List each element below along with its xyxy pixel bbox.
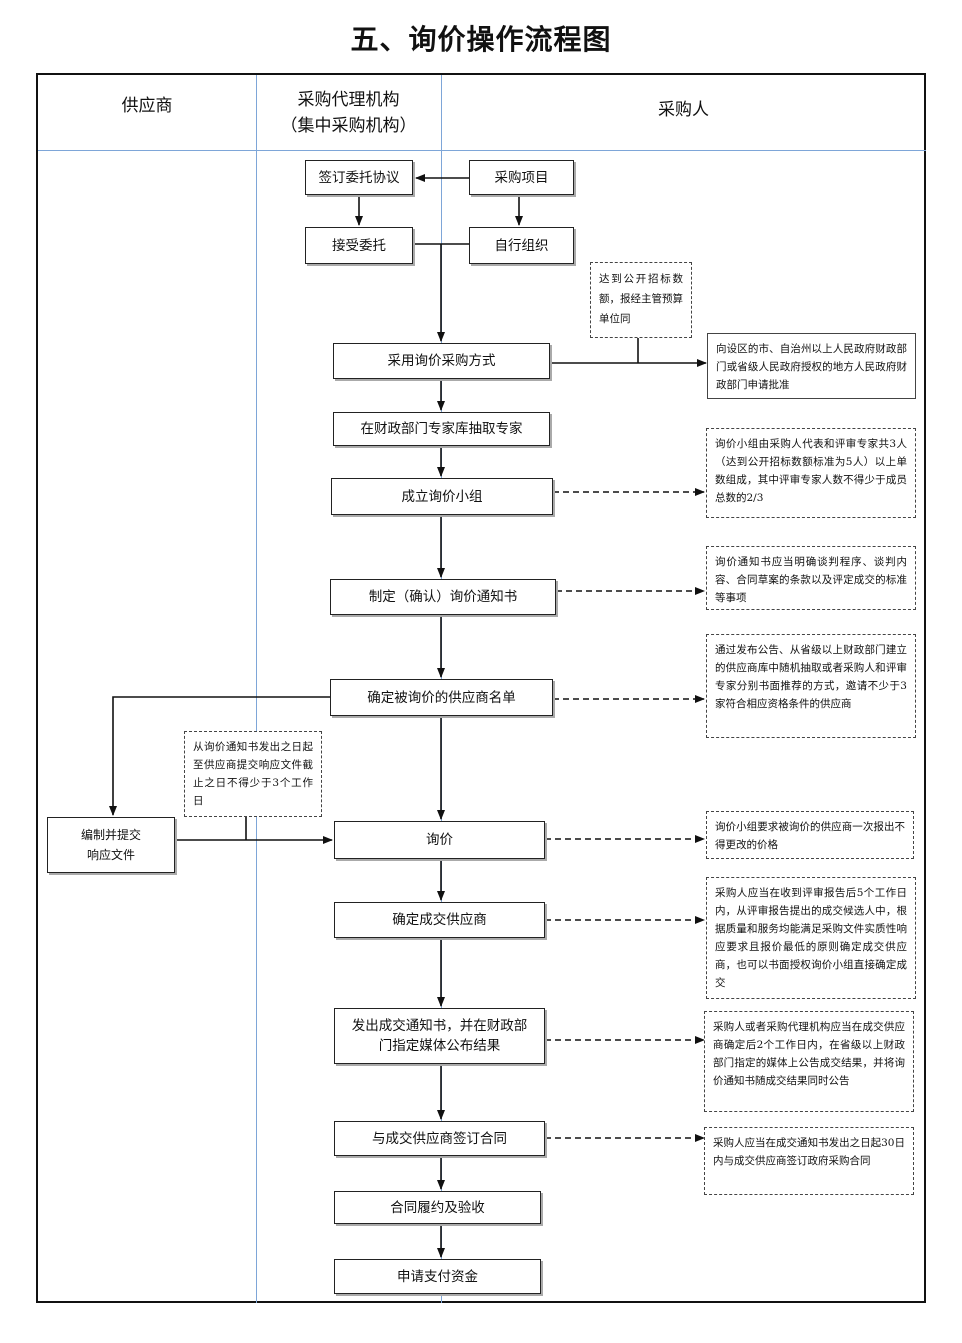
arrow-suppliers-to-response	[109, 696, 330, 816]
note-response-time: 从询价通知书发出之日起至供应商提交响应文件截止之日不得少于3个工作日	[184, 731, 322, 817]
flowchart-frame	[36, 73, 926, 1303]
note-group-rule: 询价小组由采购人代表和评审专家共3人（达到公开招标数额标准为5人）以上单数组成，…	[706, 428, 916, 518]
step-form-group: 成立询价小组	[331, 478, 553, 515]
step-self-organize: 自行组织	[469, 227, 574, 264]
lane-header-supplier: 供应商	[121, 96, 173, 116]
step-perform-accept: 合同履约及验收	[334, 1191, 541, 1224]
page-title: 五、询价操作流程图	[350, 23, 612, 56]
step-issue-notice-label: 发出成交通知书，并在财政部门指定媒体公布结果	[351, 1018, 528, 1054]
step-sign-contract: 与成交供应商签订合同	[334, 1121, 545, 1156]
note-approval: 向设区的市、自治州以上人民政府财政部门或省级人民政府授权的地方人民政府财政部门申…	[707, 333, 916, 399]
lane-divider	[256, 75, 257, 1303]
step-draw-experts: 在财政部门专家库抽取专家	[333, 412, 550, 446]
step-issue-notice: 发出成交通知书，并在财政部门指定媒体公布结果	[334, 1008, 545, 1064]
lane-header-agency-line2: （集中采购机构）	[280, 116, 417, 136]
note-price-once: 询价小组要求被询价的供应商一次报出不得更改的价格	[706, 811, 914, 859]
step-prepare-response: 编制并提交响应文件	[47, 817, 175, 873]
note-supplier-rule: 通过发布公告、从省级以上财政部门建立的供应商库中随机抽取或者采购人和评审专家分别…	[706, 634, 916, 738]
note-threshold: 达到公开招标数额，报经主管预算单位同	[590, 262, 692, 338]
step-make-notice: 制定（确认）询价通知书	[330, 579, 556, 615]
lane-header-purchaser: 采购人	[658, 100, 709, 120]
step-adopt-inquiry: 采用询价采购方式	[333, 343, 550, 379]
lane-header-agency-line1: 采购代理机构	[297, 90, 400, 110]
step-apply-payment: 申请支付资金	[334, 1259, 541, 1294]
step-purchase-project: 采购项目	[469, 160, 574, 195]
note-contract-rule: 采购人应当在成交通知书发出之日起30日内与成交供应商签订政府采购合同	[704, 1127, 914, 1195]
note-winner-rule: 采购人应当在收到评审报告后5个工作日内，从评审报告提出的成交候选人中，根据质量和…	[706, 877, 916, 999]
step-inquiry: 询价	[334, 821, 545, 859]
step-sign-agreement: 签订委托协议	[305, 160, 413, 195]
lane-header-agency: 采购代理机构 （集中采购机构）	[256, 87, 441, 139]
note-notice-rule: 询价通知书应当明确谈判程序、谈判内容、合同草案的条款以及评定成交的标准等事项	[706, 546, 916, 610]
step-prepare-response-label: 编制并提交响应文件	[80, 828, 141, 862]
step-determine-winner: 确定成交供应商	[334, 902, 545, 938]
step-confirm-suppliers: 确定被询价的供应商名单	[330, 679, 553, 716]
header-divider	[38, 150, 926, 151]
step-accept-entrust: 接受委托	[305, 227, 413, 264]
note-publish-rule: 采购人或者采购代理机构应当在成交供应商确定后2个工作日内，在省级以上财政部门指定…	[704, 1011, 914, 1112]
